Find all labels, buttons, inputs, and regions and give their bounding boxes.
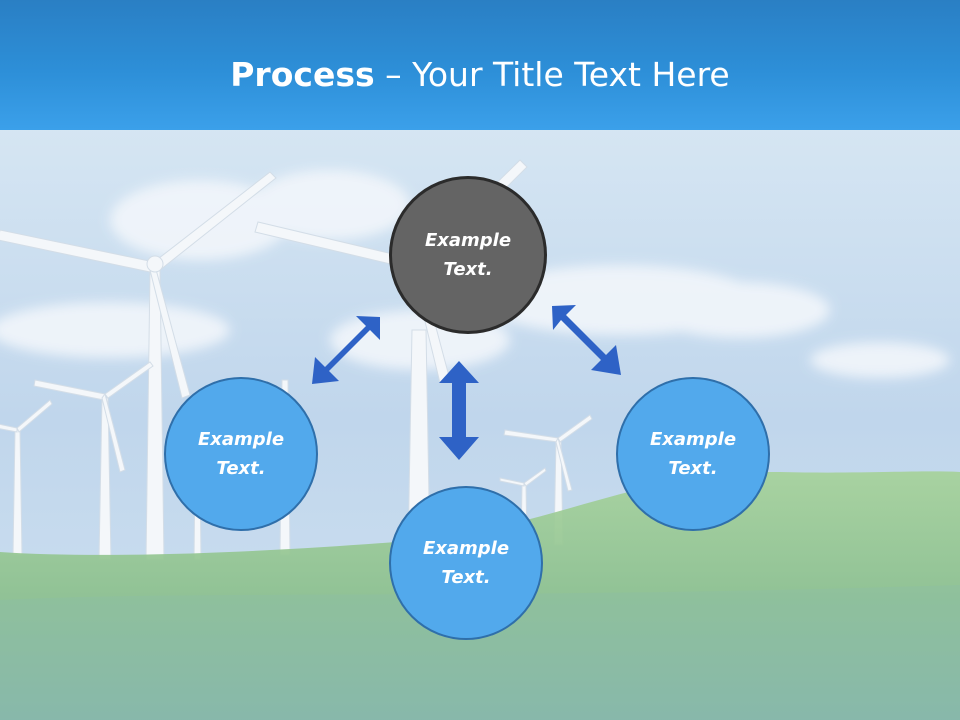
node-label: Example Text. [649,429,737,479]
slide-title: Process – Your Title Text Here [0,48,960,102]
process-node-left[interactable]: Example Text. [164,377,318,531]
node-label: Example Text. [422,538,510,588]
title-bar [0,0,960,130]
process-node-bottom[interactable]: Example Text. [389,486,543,640]
title-rest-text: – Your Title Text Here [374,55,730,94]
title-bold-text: Process [230,55,375,94]
process-node-top[interactable]: Example Text. [389,176,547,334]
node-label: Example Text. [197,429,285,479]
process-node-right[interactable]: Example Text. [616,377,770,531]
node-label: Example Text. [424,230,512,280]
